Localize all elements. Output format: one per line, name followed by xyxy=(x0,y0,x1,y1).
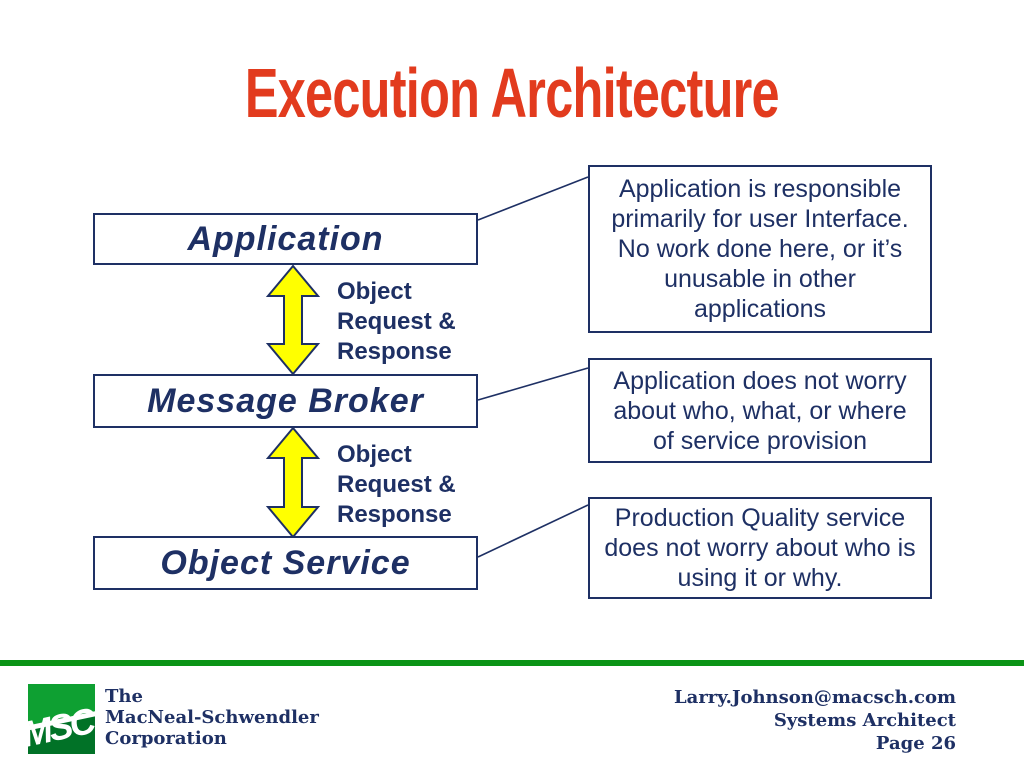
annotation-line: using it or why. xyxy=(677,564,843,592)
object-service-box: Object Service xyxy=(93,536,478,590)
arrow-label-line: Response xyxy=(337,501,452,528)
annotation-box-message-broker: Application does not worry about who, wh… xyxy=(588,358,932,463)
annotation-line: about who, what, or where xyxy=(613,396,907,425)
footer-divider xyxy=(0,660,1024,666)
annotation-box-application: Application is responsible primarily for… xyxy=(588,165,932,333)
connector-line-application xyxy=(477,176,589,221)
arrow-label-line: Request & xyxy=(337,308,456,335)
annotation-line: unusable in other xyxy=(664,265,856,293)
page-number: Page 26 xyxy=(875,733,956,754)
annotation-line: Production Quality service xyxy=(614,504,906,532)
double-arrow-icon-bottom xyxy=(265,426,321,539)
annotation-line: does not worry about who is xyxy=(604,534,916,562)
object-service-box-label: Object Service xyxy=(160,543,411,582)
annotation-box-object-service: Production Quality service does not worr… xyxy=(588,497,932,599)
company-line: Corporation xyxy=(105,728,227,749)
company-line: The xyxy=(105,686,143,707)
annotation-line: Application is responsible xyxy=(618,175,902,203)
page-title: Execution Architecture xyxy=(0,58,1024,128)
application-box-label: Application xyxy=(187,219,384,258)
contact-info: Larry.Johnson@macsch.com Systems Archite… xyxy=(674,686,956,755)
object-request-label-bottom: Object Request & Response xyxy=(337,440,456,530)
annotation-line: applications xyxy=(693,295,827,323)
arrow-label-line: Object xyxy=(337,441,412,468)
annotation-line: primarily for user Interface. xyxy=(611,205,909,233)
object-request-label-top: Object Request & Response xyxy=(337,277,456,367)
company-name: The MacNeal-Schwendler Corporation xyxy=(105,686,319,749)
double-arrow-icon-top xyxy=(265,264,321,376)
page-title-text: Execution Architecture xyxy=(244,54,780,132)
annotation-line: No work done here, or it’s xyxy=(617,235,903,263)
arrow-label-line: Request & xyxy=(337,471,456,498)
company-line: MacNeal-Schwendler xyxy=(105,707,319,728)
arrow-label-line: Response xyxy=(337,338,452,365)
connector-line-object-service xyxy=(477,504,589,558)
message-broker-box-label: Message Broker xyxy=(147,381,424,420)
arrow-label-line: Object xyxy=(337,278,412,305)
message-broker-box: Message Broker xyxy=(93,374,478,428)
annotation-line: Application does not worry xyxy=(613,366,907,395)
application-box: Application xyxy=(93,213,478,265)
msc-logo: MSC xyxy=(28,684,95,754)
contact-email: Larry.Johnson@macsch.com xyxy=(674,687,956,708)
contact-role: Systems Architect xyxy=(773,710,956,731)
annotation-line: of service provision xyxy=(653,426,867,455)
connector-line-message-broker xyxy=(477,367,589,401)
